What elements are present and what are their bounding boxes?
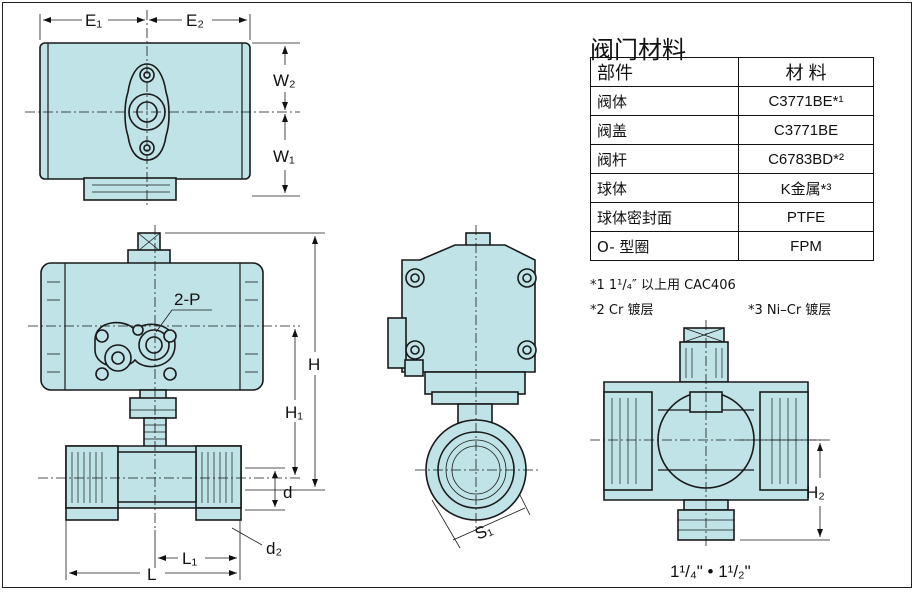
table-row: 球体密封面 PTFE <box>590 202 874 232</box>
table-row: 阀杆 C6783BD*² <box>590 144 874 174</box>
row-material: PTFE <box>738 202 874 232</box>
footnote-2: *2 Cr 镀层 <box>590 303 654 318</box>
row-material: C6783BD*² <box>738 144 874 174</box>
dim-d2: d₂ <box>266 539 282 558</box>
footnote-3: *3 Ni–Cr 镀层 <box>748 303 832 318</box>
top-view: E₁ E₂ W₂ W₁ <box>25 10 300 205</box>
dim-h: H <box>308 355 320 374</box>
row-material: FPM <box>738 231 874 261</box>
row-part: 阀杆 <box>590 144 739 174</box>
front-view: 2-P H H₁ <box>28 225 325 584</box>
row-part: O- 型圈 <box>590 231 739 261</box>
dim-h1: H₁ <box>285 403 303 422</box>
row-part: 阀盖 <box>590 115 739 145</box>
row-part: 球体 <box>590 173 739 203</box>
dim-w1: W₁ <box>273 147 295 166</box>
row-material: C3771BE <box>738 115 874 145</box>
size-note: 1¹/₄" • 1¹/₂" <box>670 562 751 581</box>
dim-s1: S₁ <box>472 519 496 543</box>
row-part: 球体密封面 <box>590 202 739 232</box>
materials-table: 部件 材 料 阀体 C3771BE*¹ 阀盖 C3771BE 阀杆 C6783B… <box>590 57 874 261</box>
table-row: 阀盖 C3771BE <box>590 115 874 145</box>
header-material: 材 料 <box>738 57 874 87</box>
footnote-1: *1 1¹/₄″ 以上用 CAC406 <box>590 278 736 293</box>
side-view: S₁ <box>387 225 540 549</box>
section-view: H₂ 1¹/₄" • 1¹/₂" <box>590 320 830 581</box>
row-material: K金属*³ <box>738 173 874 203</box>
row-part: 阀体 <box>590 86 739 116</box>
row-material: C3771BE*¹ <box>738 86 874 116</box>
table-row: O- 型圈 FPM <box>590 231 874 261</box>
table-header: 部件 材 料 <box>590 57 874 87</box>
dim-h2: H₂ <box>806 483 825 502</box>
table-row: 球体 K金属*³ <box>590 173 874 203</box>
dim-e2: E₂ <box>186 11 204 30</box>
table-row: 阀体 C3771BE*¹ <box>590 86 874 116</box>
dim-e1: E₁ <box>85 11 102 30</box>
dim-d: d <box>283 483 292 502</box>
header-part: 部件 <box>590 57 739 87</box>
dim-w2: W₂ <box>273 71 296 90</box>
dim-2p: 2-P <box>174 290 200 309</box>
dim-l: L <box>147 565 156 584</box>
dim-l1: L₁ <box>182 549 197 568</box>
